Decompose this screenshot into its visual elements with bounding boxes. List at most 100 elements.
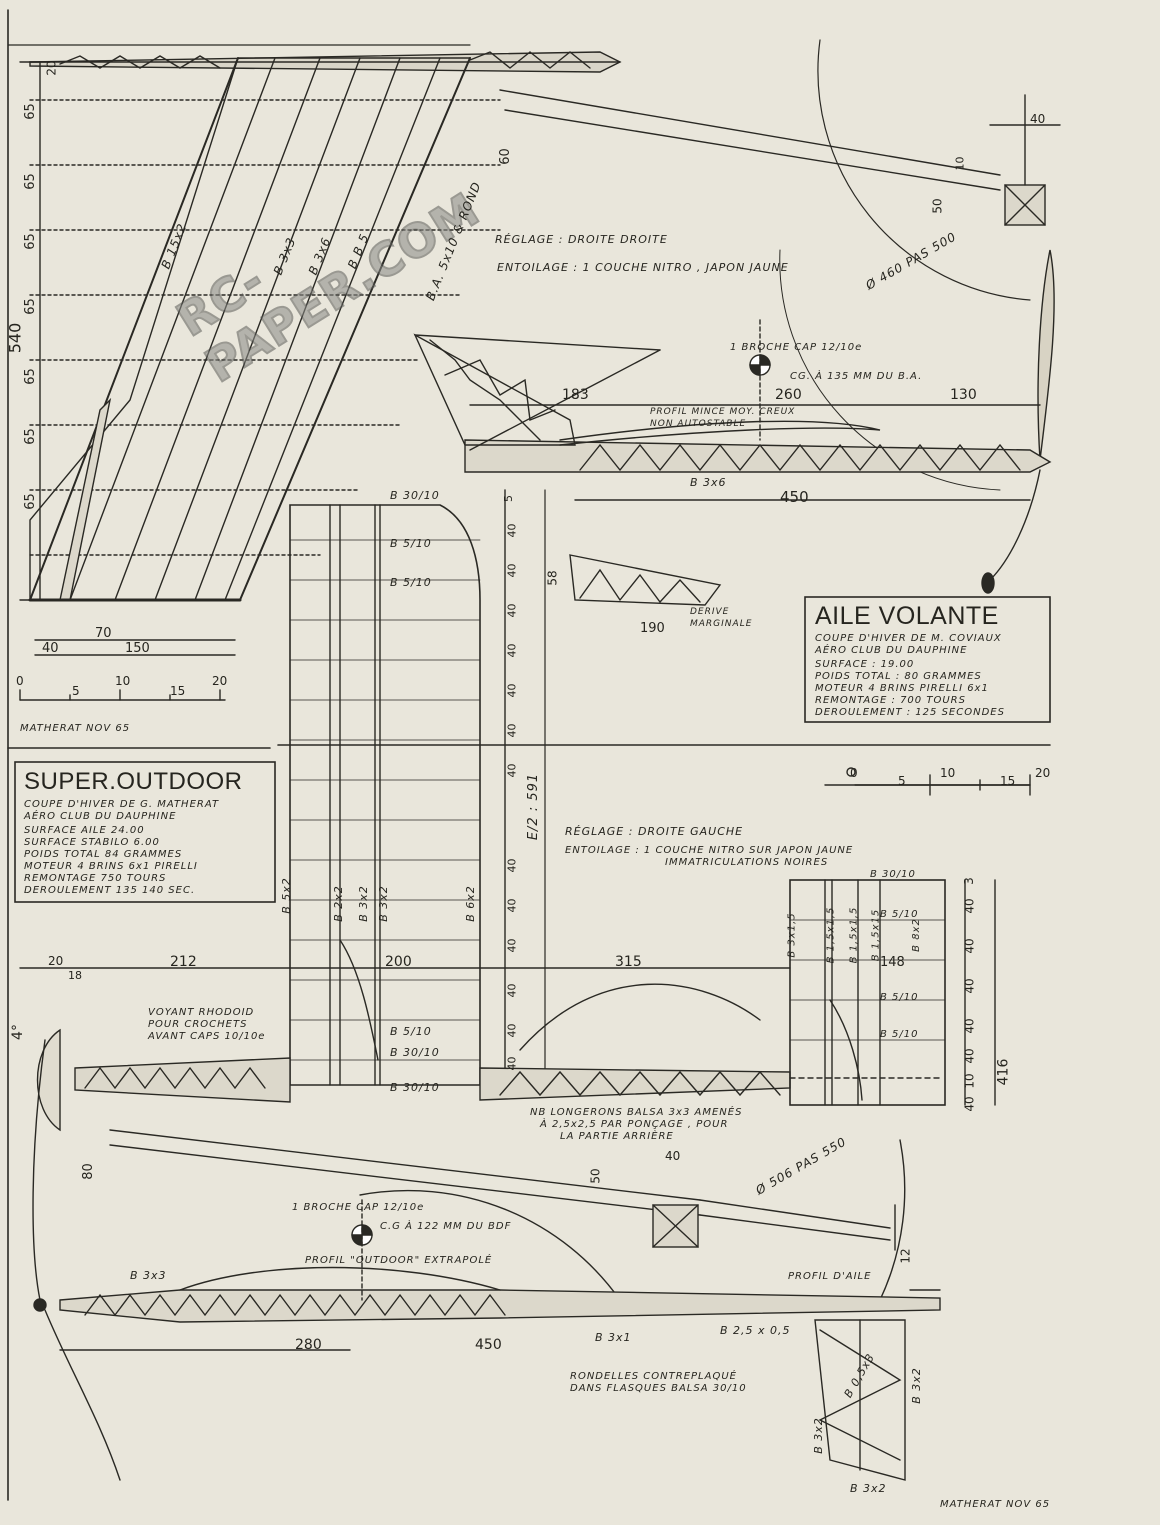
stab-dim-3: 40	[962, 978, 977, 994]
dim-65-4: 65	[22, 298, 38, 315]
signature-bottom: MATHERAT NOV 65	[940, 1499, 1051, 1510]
stab-b8x2: B 8x2	[910, 918, 922, 952]
so-broche: 1 BROCHE CAP 12/10e	[292, 1202, 425, 1213]
stab-dim-7: 40	[962, 1096, 977, 1112]
so-scale-tick-5: 5	[898, 774, 906, 788]
so-nb-1: NB LONGERONS BALSA 3x3 AMENÉS	[530, 1107, 743, 1118]
so-voyant-3: AVANT CAPS 10/10e	[148, 1031, 266, 1042]
aile-box-line4: POIDS TOTAL : 80 GRAMMES	[815, 671, 982, 682]
so-b3x2-bottom: B 3x2	[850, 1482, 887, 1495]
derive-label: DERIVE	[690, 607, 730, 617]
dim-20-top: 20	[44, 60, 59, 76]
stab-b5-a: B 5/10	[880, 909, 919, 920]
wing-vdim-8: 40	[505, 858, 519, 873]
wing-vdim-4: 40	[505, 643, 519, 658]
aile-volante-side-view	[413, 39, 1061, 594]
super-outdoor-title: SUPER.OUTDOOR	[24, 768, 243, 795]
aile-volante-title: AILE VOLANTE	[815, 602, 999, 630]
aile-box-line7: DEROULEMENT : 125 SECONDES	[815, 707, 1005, 718]
wing-b5-b: B 5/10	[390, 576, 432, 589]
so-dim-4deg: 4°	[9, 1024, 26, 1040]
wing-vdim-5: 40	[505, 683, 519, 698]
so-b3x1: B 3x1	[595, 1331, 632, 1344]
stab-dim-5: 40	[962, 1048, 977, 1064]
stab-b5-c: B 5/10	[880, 1029, 919, 1040]
wing-vdim-3: 40	[505, 603, 519, 618]
so-dim-50: 50	[588, 1168, 603, 1184]
so-scale-tick-20: 20	[1035, 766, 1051, 780]
so-rondelles-1: RONDELLES CONTREPLAQUÉ	[570, 1371, 737, 1382]
so-dim-20: 20	[48, 954, 64, 968]
scale-tick-0: 0	[16, 674, 24, 688]
aile-profil-2: NON AUTOSTABLE	[650, 419, 747, 429]
wing-vdim-7: 40	[505, 763, 519, 778]
derive-label-2: MARGINALE	[690, 619, 753, 629]
so-box-line3: SURFACE AILE 24.00	[24, 825, 145, 836]
so-dim-200: 200	[385, 954, 412, 970]
so-box-line5: POIDS TOTAL 84 GRAMMES	[24, 849, 183, 860]
so-dim-450: 450	[475, 1337, 502, 1353]
wing-vdim-12: 40	[505, 1023, 519, 1038]
so-scale-tick-0: 0	[850, 766, 858, 780]
so-profil-aile: PROFIL D'AILE	[788, 1271, 872, 1282]
stab-dim-1: 40	[962, 898, 977, 914]
stab-b15x15-a: B 1,5x1,5	[825, 906, 837, 964]
aile-broche: 1 BROCHE CAP 12/10e	[730, 342, 863, 353]
dim-65-7: 65	[22, 493, 38, 510]
so-dim-280: 280	[295, 1337, 322, 1353]
wing-b5x2: B 5x2	[279, 877, 293, 914]
aile-box-line1: COUPE D'HIVER DE M. COVIAUX	[815, 633, 1002, 644]
so-b3x3: B 3x3	[130, 1269, 167, 1282]
stab-b15x15-b: B 1,5x1,5	[848, 906, 860, 964]
stab-148: 148	[880, 955, 905, 970]
scale-tick-20: 20	[212, 674, 228, 688]
so-voyant-2: POUR CROCHETS	[148, 1019, 248, 1030]
so-dim-80: 80	[80, 1163, 96, 1180]
dim-540: 540	[5, 322, 25, 354]
aile-b3x6: B 3x6	[690, 476, 727, 489]
derive-marginale	[569, 554, 722, 606]
dim-70: 70	[95, 626, 112, 641]
wing-vdim-13: 40	[505, 1056, 519, 1071]
aile-entoilage: ENTOILAGE : 1 COUCHE NITRO , JAPON JAUNE	[497, 261, 789, 274]
so-b3x2-left: B 3x2	[811, 1417, 825, 1454]
dim-260: 260	[775, 387, 802, 403]
so-box-line6: MOTEUR 4 BRINS 6x1 PIRELLI	[24, 861, 198, 872]
stab-b30: B 30/10	[870, 869, 916, 880]
super-outdoor-fuselage-top	[19, 967, 941, 1132]
stab-dim-4: 40	[962, 1018, 977, 1034]
so-box-line1: COUPE D'HIVER DE G. MATHERAT	[24, 799, 220, 810]
wing-b3x2-b: B 3x2	[376, 885, 390, 922]
wing-vdim-10: 40	[505, 938, 519, 953]
so-dim-212: 212	[170, 954, 197, 970]
dim-65-2: 65	[22, 173, 38, 190]
aile-profil: PROFIL MINCE MOY. CREUX	[650, 407, 796, 417]
aile-box-line2: AÉRO CLUB DU DAUPHINE	[815, 645, 968, 656]
wing-b5-a: B 5/10	[390, 537, 432, 550]
dim-40: 40	[42, 641, 59, 656]
stab-dim-6: 10	[962, 1073, 977, 1089]
so-nb-2: À 2,5x2,5 PAR PONÇAGE , POUR	[540, 1119, 729, 1130]
dim-65-3: 65	[22, 233, 38, 250]
wing-b2x2: B 2x2	[331, 885, 345, 922]
wing-b30-top: B 30/10	[390, 489, 440, 502]
dim-190: 190	[640, 621, 665, 636]
dim-450-aile: 450	[780, 488, 809, 506]
wing-b5-c: B 5/10	[390, 1025, 432, 1038]
so-dim-18: 18	[68, 969, 82, 982]
stab-dim-416: 416	[995, 1058, 1012, 1086]
stab-b5-b: B 5/10	[880, 992, 919, 1003]
so-scale-tick-15: 15	[1000, 774, 1016, 788]
dim-130: 130	[950, 387, 977, 403]
dim-10-aile: 10	[953, 156, 967, 171]
stab-dim-0: 3	[961, 877, 976, 885]
aile-box-line6: REMONTAGE : 700 TOURS	[815, 695, 966, 706]
stab-dim-2: 40	[962, 938, 977, 954]
so-b3x2-right: B 3x2	[909, 1367, 923, 1404]
dim-58: 58	[545, 570, 560, 586]
wing-b6x2: B 6x2	[463, 885, 477, 922]
so-voyant-1: VOYANT RHODOID	[148, 1007, 255, 1018]
so-scale-tick-10: 10	[940, 766, 956, 780]
aile-reglage: RÉGLAGE : DROITE DROITE	[495, 233, 668, 246]
so-dim-315: 315	[615, 954, 642, 970]
